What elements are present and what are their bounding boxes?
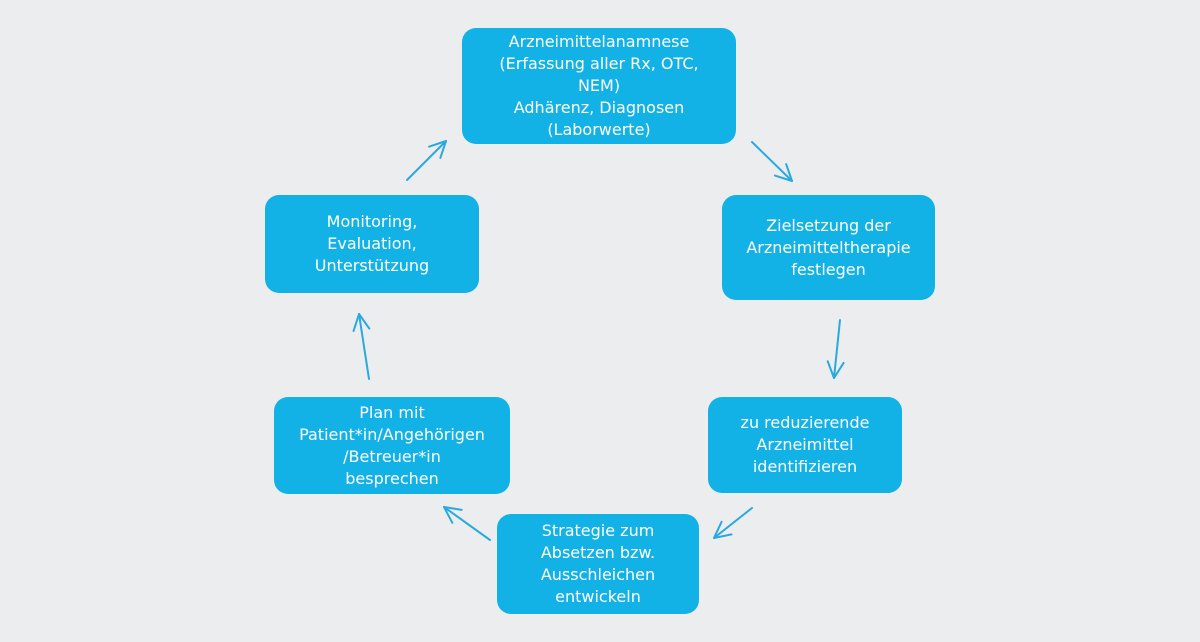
node-label-line: Arzneimittel [756, 435, 854, 454]
node-strategie: Strategie zum Absetzen bzw. Ausschleiche… [497, 514, 699, 614]
node-label-line: Plan mit [359, 402, 425, 422]
node-label-line: Ausschleichen [540, 565, 656, 584]
node-label-line: Absetzen bzw. [540, 543, 656, 562]
node-label-line: Monitoring, [326, 212, 418, 231]
node-label-line: Adhärenz, Diagnosen [513, 98, 685, 117]
node-label-line: Arzneimitteltherapie [746, 237, 911, 257]
node-zielsetzung: Zielsetzung der Arzneimitteltherapie fes… [722, 195, 935, 300]
node-arzneimittelanamnese: Arzneimittelanamnese (Erfassung aller Rx… [462, 28, 736, 144]
node-label-line: /Betreuer*in [343, 446, 441, 466]
arrow-zielsetzung-to-identifizieren [826, 319, 845, 379]
node-label-line: entwickeln [555, 587, 641, 606]
arrow-monitoring-to-anamnese [406, 140, 447, 181]
node-label-line: NEM) [577, 76, 621, 95]
node-label-line: Strategie zum [541, 521, 655, 540]
arrow-plan-to-monitoring [352, 313, 371, 380]
node-label-line: Unterstützung [314, 256, 430, 275]
node-label-line: Patient*in/Angehörigen [299, 424, 485, 444]
arrow-strategie-to-plan [443, 506, 491, 541]
node-label-line: identifizieren [752, 457, 858, 476]
node-label-line: Arzneimittelanamnese [508, 32, 690, 51]
node-label-line: (Laborwerte) [547, 120, 651, 139]
node-label-line: festlegen [791, 259, 866, 279]
node-label-line: zu reduzierende [740, 413, 870, 432]
arrow-anamnese-to-zielsetzung [751, 141, 793, 182]
node-label-line: Evaluation, [327, 234, 417, 253]
node-label-line: Zielsetzung der [766, 215, 891, 235]
arrow-identifizieren-to-strategie [713, 507, 753, 539]
node-label-line: besprechen [345, 468, 439, 488]
node-plan-besprechen: Plan mit Patient*in/Angehörigen /Betreue… [274, 397, 510, 494]
node-arzneimittel-identifizieren: zu reduzierende Arzneimittel identifizie… [708, 397, 902, 493]
node-label-line: (Erfassung aller Rx, OTC, [499, 54, 699, 73]
node-monitoring: Monitoring, Evaluation, Unterstützung [265, 195, 479, 293]
